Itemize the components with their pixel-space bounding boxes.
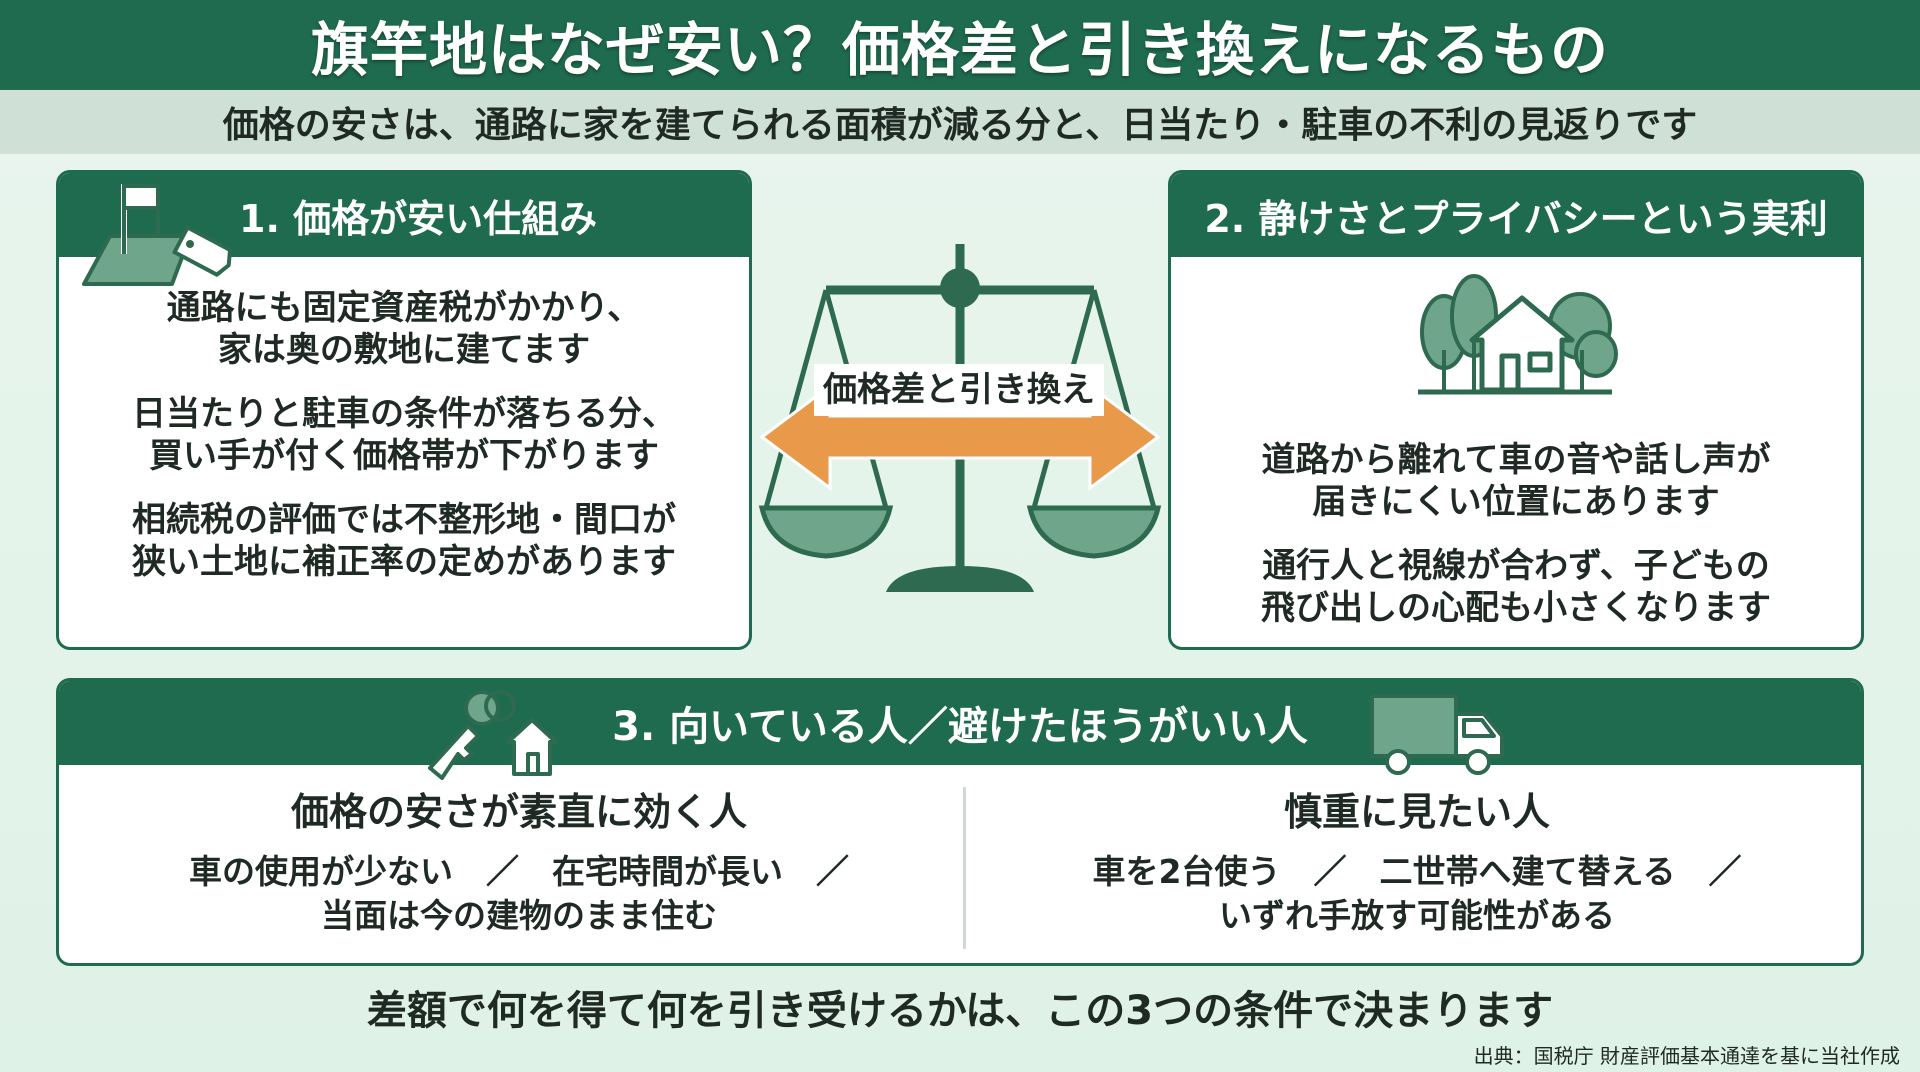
- paragraph-line: 狭い土地に補正率の定めがあります: [132, 542, 676, 582]
- column-heading: 価格の安さが素直に効く人: [290, 790, 747, 834]
- paragraph: 通行人と視線が合わず、子どもの 飛び出しの心配も小さくなります: [1171, 545, 1861, 629]
- paragraph: 通路にも固定資産税がかかり、 家は奥の敷地に建てます: [59, 287, 749, 371]
- column-heading: 慎重に見たい人: [1283, 790, 1550, 834]
- paragraph-line: 通行人と視線が合わず、子どもの: [1262, 546, 1770, 586]
- card-title: 3. 向いている人／避けたほうがいい人: [612, 704, 1308, 750]
- paragraph-line: 道路から離れて車の音や話し声が: [1261, 440, 1771, 480]
- paragraph-line: 届きにくい位置にあります: [1312, 482, 1720, 522]
- card-who-fits: 3. 向いている人／避けたほうがいい人 価格の安さが素直に効く人 車の使用が少な…: [56, 678, 1864, 966]
- conclusion-text: 差額で何を得て何を引き受けるかは、この3つの条件で決まります: [366, 988, 1554, 1034]
- card-body: 通路にも固定資産税がかかり、 家は奥の敷地に建てます 日当たりと駐車の条件が落ち…: [59, 257, 749, 583]
- paragraph: 道路から離れて車の音や話し声が 届きにくい位置にあります: [1171, 439, 1861, 523]
- card-quiet-privacy: 2. 静けさとプライバシーという実利 道路から離れて車の音や話し声が 届きにくい…: [1168, 170, 1864, 650]
- paragraph-line: 買い手が付く価格帯が下がります: [149, 436, 659, 476]
- card-header: 3. 向いている人／避けたほうがいい人: [59, 681, 1861, 765]
- house-key-icon: [428, 690, 558, 780]
- flag-lot-price-tag-icon: [82, 184, 232, 286]
- card-title: 1. 価格が安い仕組み: [239, 196, 598, 241]
- paragraph-line: 家は奥の敷地に建てます: [217, 330, 591, 370]
- title-bar: 旗竿地はなぜ安い？価格差と引き換えになるもの: [0, 0, 1920, 90]
- paragraph: 日当たりと駐車の条件が落ちる分、 買い手が付く価格帯が下がります: [59, 393, 749, 477]
- page-subtitle: 価格の安さは、通路に家を建てられる面積が減る分と、日当たり・駐車の不利の見返りで…: [222, 105, 1698, 146]
- column-line: 車を2台使う ／ 二世帯へ建て替える ／: [1092, 852, 1742, 891]
- paragraph-line: 相続税の評価では不整形地・間口が: [132, 500, 676, 540]
- column-divider: [963, 787, 966, 949]
- page-title: 旗竿地はなぜ安い？価格差と引き換えになるもの: [310, 16, 1609, 84]
- house-trees-icon: [1418, 274, 1618, 395]
- card-title: 2. 静けさとプライバシーという実利: [1204, 196, 1828, 241]
- card-header: 2. 静けさとプライバシーという実利: [1171, 173, 1861, 257]
- paragraph-line: 日当たりと駐車の条件が落ちる分、: [132, 394, 676, 434]
- column-line: いずれ手放す可能性がある: [1219, 896, 1615, 935]
- scale-label: 価格差と引き換え: [814, 364, 1104, 416]
- source-note: 出典：国税庁 財産評価基本通達を基に当社作成: [1473, 1044, 1900, 1068]
- card-body: 道路から離れて車の音や話し声が 届きにくい位置にあります 通行人と視線が合わず、…: [1171, 257, 1861, 629]
- subtitle-bar: 価格の安さは、通路に家を建てられる面積が減る分と、日当たり・駐車の不利の見返りで…: [0, 90, 1920, 154]
- paragraph: 相続税の評価では不整形地・間口が 狭い土地に補正率の定めがあります: [59, 499, 749, 583]
- moving-truck-icon: [1370, 694, 1504, 775]
- balance-scale-icon: [758, 244, 1162, 592]
- column-line: 車の使用が少ない ／ 在宅時間が長い ／: [189, 852, 849, 891]
- column-line: 当面は今の建物のまま住む: [321, 896, 717, 935]
- column-cautious: 慎重に見たい人 車を2台使う ／ 二世帯へ建て替える ／ いずれ手放す可能性があ…: [977, 781, 1857, 938]
- paragraph-line: 飛び出しの心配も小さくなります: [1261, 588, 1771, 628]
- column-suitable: 価格の安さが素直に効く人 車の使用が少ない ／ 在宅時間が長い ／ 当面は今の建…: [79, 781, 959, 938]
- paragraph-line: 通路にも固定資産税がかかり、: [166, 288, 642, 328]
